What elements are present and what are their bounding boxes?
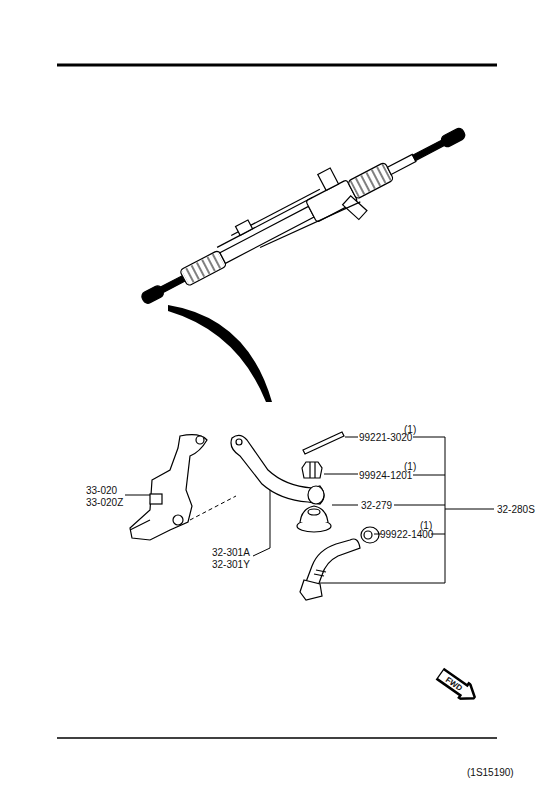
part-label: 32-301A (212, 547, 250, 558)
part-label: 99924-1201 (359, 470, 412, 481)
part-label: 99221-3020 (359, 432, 412, 443)
direction-arrow: FWD (434, 665, 481, 706)
part-label: (1S15190) (467, 767, 514, 778)
part-label: 32-279 (361, 500, 392, 511)
part-label: 32-301Y (212, 559, 250, 570)
part-label: 33-020Z (86, 497, 123, 508)
part-label: 33-020 (86, 485, 117, 496)
part-label: 32-280S (497, 504, 535, 515)
part-label: 99922-1400 (380, 529, 433, 540)
